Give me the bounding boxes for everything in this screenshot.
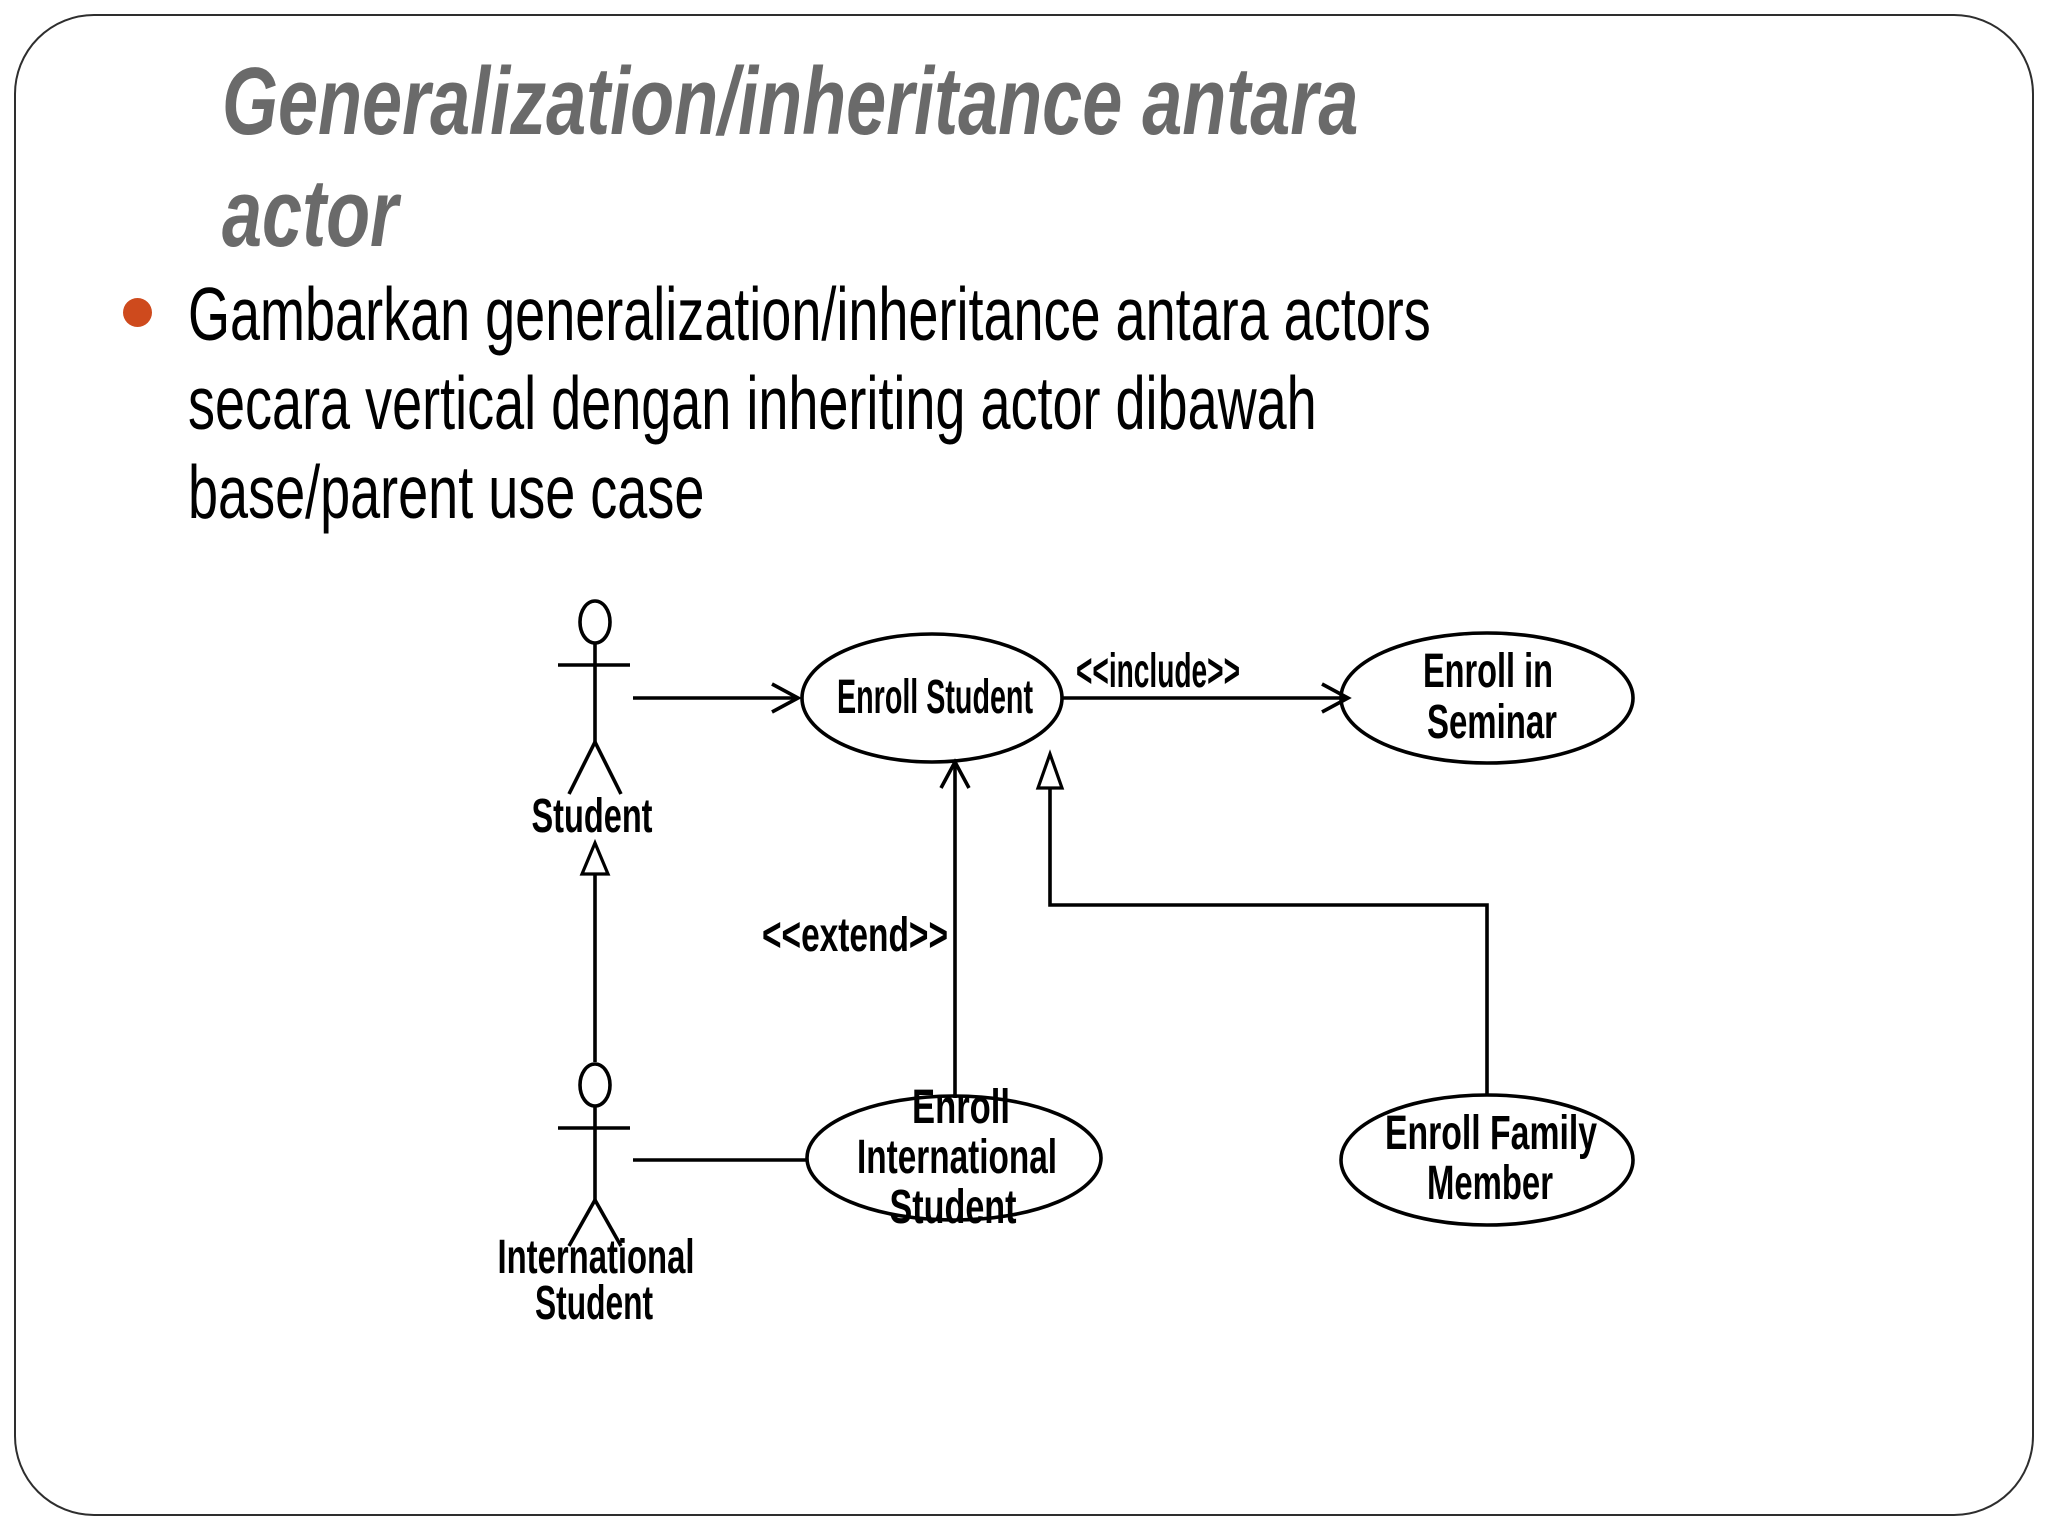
actor-student-figure	[558, 599, 630, 795]
actor-generalization-arrow	[579, 838, 611, 1062]
extend-relationship	[939, 758, 971, 1098]
actor-international-student-figure	[558, 1062, 630, 1247]
use-case-enroll-family-member-label-line-1: Enroll Family	[1385, 1107, 1597, 1160]
actor-international-student-label-line-1: International	[498, 1231, 695, 1284]
slide-title-line-2: actor	[222, 160, 399, 267]
use-case-enroll-international-student-label-line-3: Student	[890, 1181, 1017, 1234]
open-arrowhead-icon	[1321, 682, 1352, 714]
actor-student-label: Student	[532, 790, 653, 843]
actor-international-student-leg-right	[593, 1199, 623, 1247]
bullet-text: Gambarkan generalization/inheritance ant…	[188, 270, 1431, 537]
use-case-enroll-student-label: Enroll Student	[837, 671, 1033, 724]
actor-student-head	[578, 599, 612, 645]
actor-international-student-leg-left	[567, 1199, 597, 1247]
slide-border	[14, 14, 2034, 1516]
association-student-enroll-student	[633, 682, 802, 714]
actor-student-leg-right	[593, 741, 623, 795]
open-arrowhead-icon	[771, 682, 802, 714]
generalization-triangle-icon	[579, 838, 611, 876]
extend-stereotype-label: <<extend>>	[762, 909, 948, 962]
actor-international-student-label-line-2: Student	[535, 1277, 653, 1330]
bullet-marker	[123, 298, 152, 327]
open-arrowhead-icon	[939, 758, 971, 789]
include-relationship	[1062, 682, 1352, 714]
use-case-generalization-arrow	[1035, 749, 1489, 1095]
include-stereotype-label: <<include>>	[1076, 645, 1240, 698]
use-case-enroll-international-student-label-line-1: Enroll	[912, 1081, 1010, 1134]
bullet-line-1: Gambarkan generalization/inheritance ant…	[188, 272, 1431, 356]
slide-title-line-1: Generalization/inheritance antara	[222, 48, 1359, 155]
slide-title: Generalization/inheritance antara actor	[222, 46, 1358, 270]
actor-international-student-head	[578, 1062, 612, 1108]
use-case-enroll-in-seminar-label-line-2: Seminar	[1427, 696, 1557, 749]
generalization-triangle-icon	[1035, 749, 1065, 790]
generalization-elbow-line	[1048, 788, 1489, 1095]
bullet-line-3: base/parent use case	[188, 450, 705, 534]
use-case-enroll-international-student-label-line-2: International	[857, 1131, 1057, 1184]
use-case-enroll-family-member-label-line-2: Member	[1427, 1157, 1553, 1210]
use-case-enroll-in-seminar-label-line-1: Enroll in	[1423, 645, 1553, 698]
bullet-line-2: secara vertical dengan inheriting actor …	[188, 361, 1317, 445]
actor-student-leg-left	[567, 741, 597, 795]
